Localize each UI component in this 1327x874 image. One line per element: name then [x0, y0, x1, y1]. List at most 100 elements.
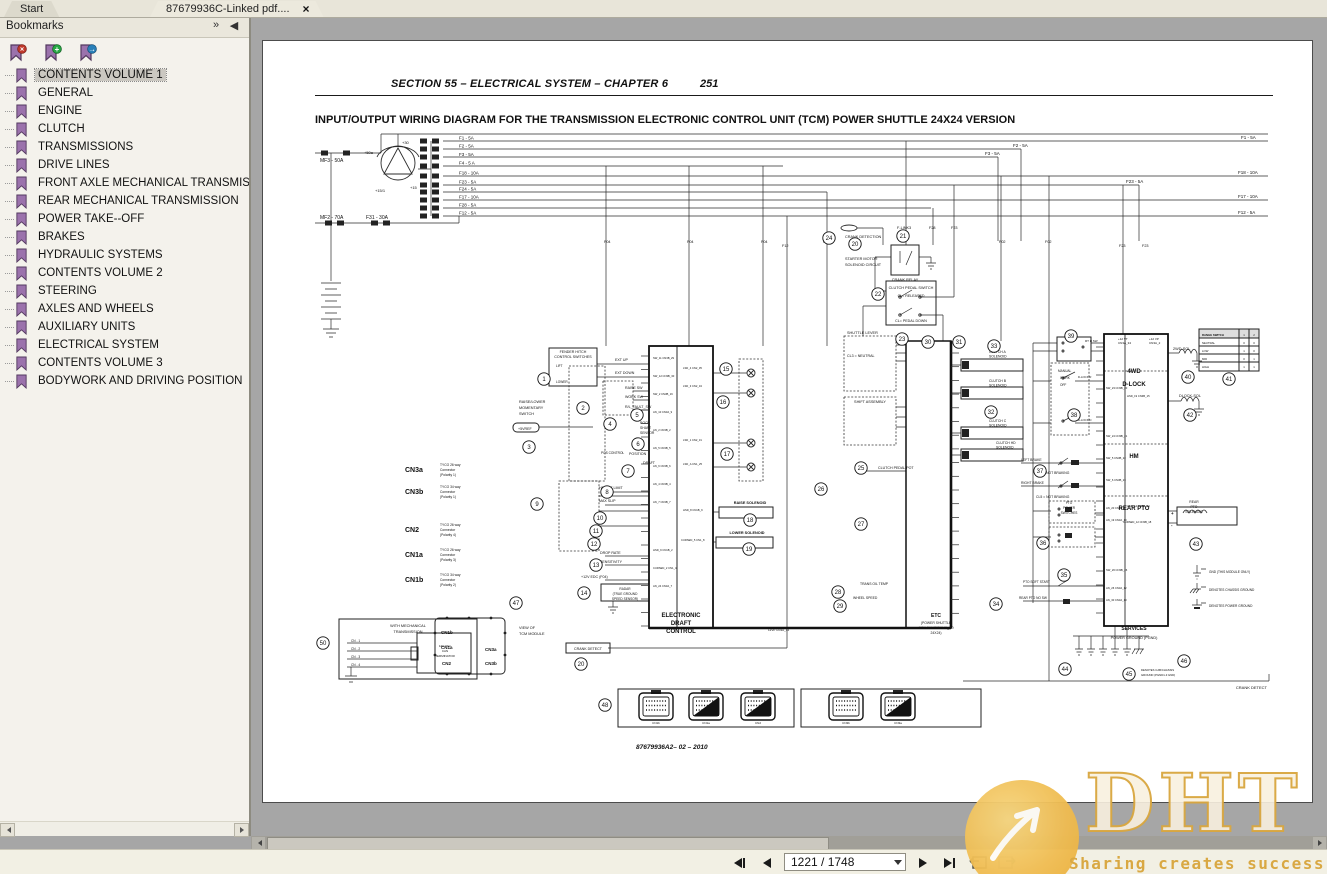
- chevron-down-icon[interactable]: [894, 860, 902, 869]
- diagram-label: RADAR: [619, 587, 631, 591]
- callout-number: 4: [608, 422, 612, 428]
- callout-number: 47: [513, 601, 520, 607]
- callout-circle: [1033, 464, 1047, 478]
- scroll-left-icon[interactable]: [0, 823, 15, 837]
- bookmark-item[interactable]: CLUTCH: [0, 120, 249, 138]
- bookmark-item[interactable]: CONTENTS VOLUME 2: [0, 264, 249, 282]
- bookmark-icon: [16, 302, 27, 317]
- module-pin: [467, 616, 471, 620]
- collapse-panel-icon[interactable]: ◀: [229, 20, 239, 32]
- diagram-label: SHIFT ASSEMBLY: [854, 400, 886, 404]
- last-page-button[interactable]: [940, 853, 960, 871]
- diagram-label: AN_24 CN3A_7: [653, 584, 673, 588]
- diagram-label: DENOTES CHASSIS GROUND: [1209, 588, 1255, 592]
- hscroll-right-icon[interactable]: [1313, 837, 1326, 849]
- tree-guide: [5, 326, 14, 328]
- bookmark-icon: [16, 266, 27, 281]
- previous-view-button[interactable]: [967, 853, 989, 871]
- diagram-label: 24X24): [931, 631, 942, 635]
- diagram-label: NEUTRAL: [1202, 341, 1215, 345]
- bookmark-item[interactable]: BODYWORK AND DRIVING POSITION: [0, 372, 249, 390]
- diagram-label: 0: [1253, 341, 1255, 345]
- bookmarks-scrollbar[interactable]: [0, 821, 249, 837]
- diagram-label: +5VREF: [518, 427, 532, 431]
- diagram-label: PTO SOFT START: [1023, 580, 1050, 584]
- tree-guide: [5, 128, 14, 130]
- diagram-label: LOWER SOLENOID: [729, 531, 764, 535]
- scroll-right-icon[interactable]: [234, 823, 249, 837]
- bookmark-item[interactable]: GENERAL: [0, 84, 249, 102]
- diagram-label: RT H SW: [1085, 339, 1098, 343]
- callout-number: 25: [858, 466, 865, 472]
- bookmark-item-label: DRIVE LINES: [38, 159, 110, 171]
- callout-circle: [814, 482, 828, 496]
- bookmark-item[interactable]: CONTENTS VOLUME 1: [0, 66, 249, 84]
- diagram-label: CLUTCH A: [989, 350, 1007, 354]
- bookmark-item[interactable]: DRIVE LINES: [0, 156, 249, 174]
- diagram-label: SWITCHES: [1061, 511, 1078, 515]
- next-page-button[interactable]: [913, 853, 933, 871]
- page-number-input[interactable]: [784, 853, 906, 871]
- bookmark-item[interactable]: STEERING: [0, 282, 249, 300]
- bookmark-icon: [16, 374, 27, 389]
- bookmark-item[interactable]: ENGINE: [0, 102, 249, 120]
- add-glyph: +: [55, 45, 60, 54]
- bookmark-item-label: AUXILIARY UNITS: [38, 321, 136, 333]
- module-pin: [467, 672, 471, 676]
- diagram-label: F04: [687, 240, 694, 244]
- diagram-label: 1: [1243, 333, 1245, 337]
- callout-number: 36: [1040, 541, 1047, 547]
- next-view-button[interactable]: [996, 853, 1018, 871]
- diagram-label: CN2: [755, 721, 761, 725]
- goto-bookmark-button[interactable]: →: [78, 43, 98, 63]
- bookmark-icon: [16, 320, 27, 335]
- callout-circle: [720, 447, 734, 461]
- bookmark-item[interactable]: FRONT AXLE MECHANICAL TRANSMIS: [0, 174, 249, 192]
- diagram-label: CRANK DETECTION: [845, 235, 882, 239]
- close-tab-icon[interactable]: ×: [302, 2, 310, 16]
- panel-options-icon[interactable]: »: [212, 19, 220, 31]
- callout-number: 15: [723, 367, 730, 373]
- callout-number: 19: [746, 547, 753, 553]
- bookmark-icon: [16, 68, 27, 83]
- bookmark-icon: [16, 104, 27, 119]
- diagram-label: F12: [782, 244, 789, 248]
- bookmark-item[interactable]: POWER TAKE--OFF: [0, 210, 249, 228]
- diagram-label: +15/1: [375, 188, 386, 193]
- bookmark-item[interactable]: AUXILIARY UNITS: [0, 318, 249, 336]
- diagram-label: CRANK DETECT: [1236, 685, 1268, 690]
- bookmark-item[interactable]: ELECTRICAL SYSTEM: [0, 336, 249, 354]
- diagram-label: AN_2 CN3B_2: [653, 428, 671, 432]
- tab-document[interactable]: 87679936C-Linked pdf.... ×: [150, 1, 324, 17]
- tab-start[interactable]: Start: [4, 1, 59, 17]
- callout-number: 28: [835, 590, 842, 596]
- diagram-label: TCM MODULE: [519, 632, 545, 636]
- bookmark-item[interactable]: AXLES AND WHEELS: [0, 300, 249, 318]
- bookmark-item[interactable]: HYDRAULIC SYSTEMS: [0, 246, 249, 264]
- bookmark-item[interactable]: CONTENTS VOLUME 3: [0, 354, 249, 372]
- diagram-label: SOLENOID CIRCUIT: [845, 263, 882, 267]
- bookmark-item[interactable]: TRANSMISSIONS: [0, 138, 249, 156]
- diagram-label: 12VP CN3A_14: [768, 628, 789, 632]
- diagram-label: CLUTCH PEDAL SWITCH: [889, 286, 934, 290]
- horizontal-scrollbar[interactable]: [251, 836, 1327, 851]
- first-page-button[interactable]: [730, 853, 750, 871]
- diagram-label: CN3A_2: [1149, 341, 1161, 345]
- callout-circle: [603, 417, 617, 431]
- bookmark-item[interactable]: REAR MECHANICAL TRANSMISSION: [0, 192, 249, 210]
- diagram-label: RANGE SWITCH: [1202, 333, 1224, 337]
- callout-circle: [871, 287, 885, 301]
- header-rule: [315, 95, 1273, 96]
- diagram-label: SW_24 CN3B_21: [1106, 434, 1128, 438]
- page-number-combo[interactable]: [784, 853, 906, 871]
- delete-bookmark-button[interactable]: ×: [8, 43, 28, 63]
- previous-page-button[interactable]: [757, 853, 777, 871]
- hscroll-left-icon[interactable]: [252, 837, 265, 849]
- module-pin: [489, 616, 493, 620]
- diagram-label: EXT UP: [615, 358, 629, 362]
- add-bookmark-button[interactable]: +: [43, 43, 63, 63]
- bookmark-item[interactable]: BRAKES: [0, 228, 249, 246]
- diagram-label: (Polarity 4): [440, 533, 456, 537]
